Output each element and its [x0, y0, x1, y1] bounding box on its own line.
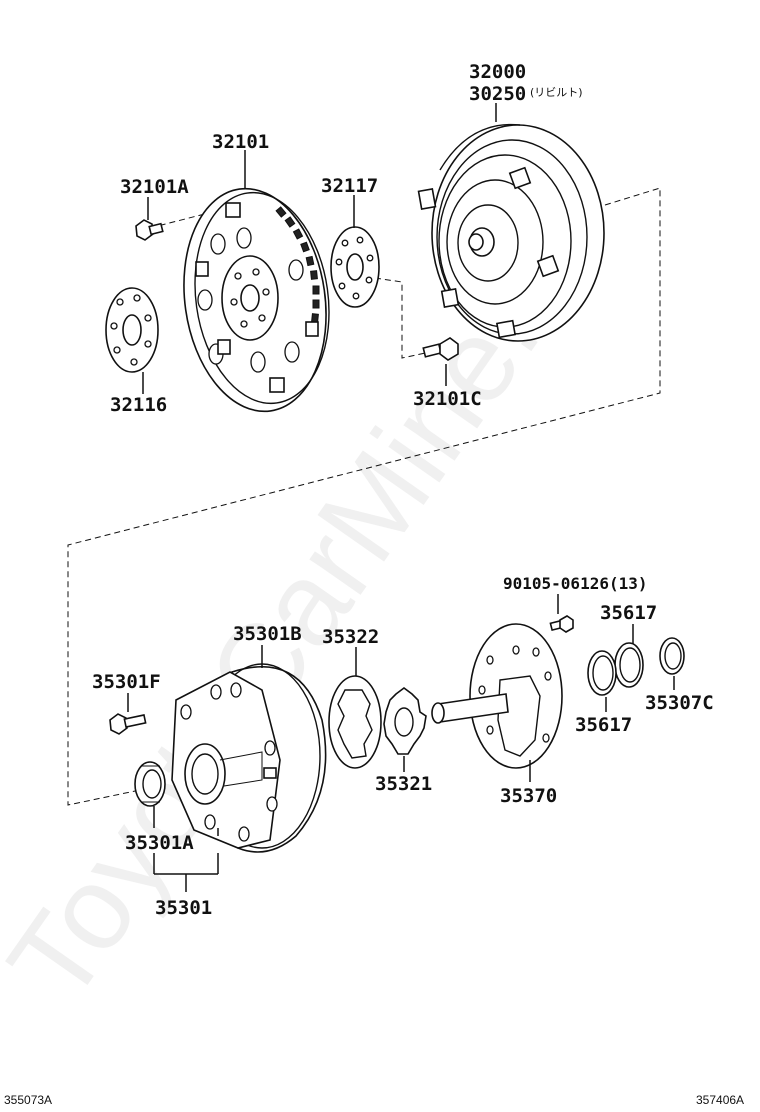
seal-ring-35617-b — [587, 650, 617, 696]
alignment-dash-lines — [67, 187, 661, 806]
label-32117: 32117 — [321, 175, 378, 197]
label-35301: 35301 — [155, 897, 212, 919]
torque-converter-32000 — [417, 123, 605, 342]
driven-gear-35322 — [328, 675, 382, 769]
label-35370: 35370 — [500, 785, 557, 807]
label-90105-06126: 90105-06126(13) — [503, 574, 648, 593]
spacer-32116 — [105, 287, 159, 373]
bolt-32101A — [135, 219, 164, 241]
drive-gear-35321 — [383, 687, 427, 755]
label-30250: 30250 — [469, 83, 526, 105]
label-32116: 32116 — [110, 394, 167, 416]
label-30250-note: (リビルト) — [530, 86, 583, 99]
label-32101A: 32101A — [120, 176, 189, 198]
part-labels: 32000 30250 (リビルト) 32101 32101A 32117 32… — [92, 61, 714, 919]
label-35307C: 35307C — [645, 692, 714, 714]
label-35322: 35322 — [322, 626, 379, 648]
leader-lines — [127, 103, 675, 892]
bolt-90105-06126 — [549, 615, 574, 633]
bolt-32101C — [422, 337, 459, 361]
label-32101: 32101 — [212, 131, 269, 153]
seal-ring-35307C — [659, 637, 685, 675]
label-35617-bottom: 35617 — [575, 714, 632, 736]
label-32101C: 32101C — [413, 388, 482, 410]
seal-ring-35617-a — [614, 642, 644, 688]
bolt-35301F — [109, 713, 147, 735]
spacer-32117 — [330, 226, 380, 308]
oil-pump-body-35301B — [171, 663, 327, 853]
label-35321: 35321 — [375, 773, 432, 795]
label-32000: 32000 — [469, 61, 526, 83]
label-35617-top: 35617 — [600, 602, 657, 624]
corner-code-right: 357406A — [696, 1093, 744, 1107]
corner-code-left: 355073A — [4, 1093, 52, 1107]
drive-plate-32101 — [183, 187, 330, 413]
label-35301B: 35301B — [233, 623, 302, 645]
stator-shaft-35370 — [431, 623, 563, 769]
label-35301F: 35301F — [92, 671, 161, 693]
label-35301A: 35301A — [125, 832, 194, 854]
oil-seal-35301A — [134, 761, 166, 807]
